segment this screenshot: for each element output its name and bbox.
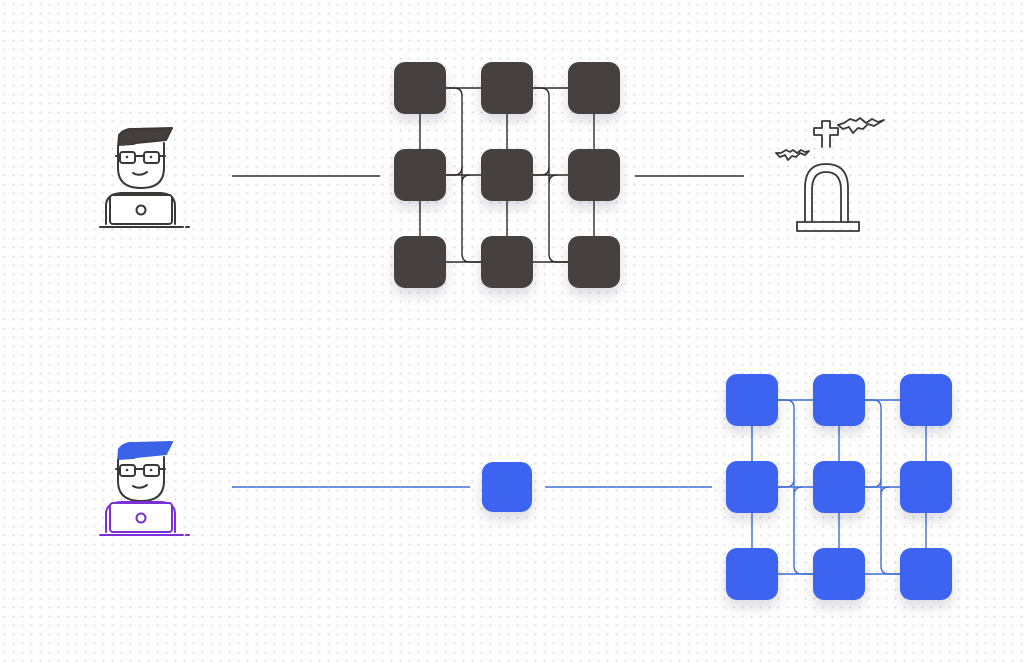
blue-node [900, 461, 952, 513]
blue-node [813, 374, 865, 426]
dark-node [481, 236, 533, 288]
blue-node [813, 548, 865, 600]
dark-node [481, 149, 533, 201]
blue-node [813, 461, 865, 513]
dark-node [394, 149, 446, 201]
top-developer-icon [99, 127, 190, 228]
dark-node [394, 236, 446, 288]
blue-node [900, 548, 952, 600]
dark-node [568, 62, 620, 114]
middle-blue-node [482, 462, 532, 512]
blue-node [726, 374, 778, 426]
top-node-grid [394, 62, 620, 288]
dark-node [568, 149, 620, 201]
bottom-node-grid [726, 374, 952, 600]
tombstone-with-bats-icon [775, 117, 885, 232]
blue-node [900, 374, 952, 426]
bottom-developer-icon [99, 441, 190, 536]
dark-node [568, 236, 620, 288]
dark-node [394, 62, 446, 114]
dark-node [481, 62, 533, 114]
blue-node [726, 548, 778, 600]
blue-node [726, 461, 778, 513]
